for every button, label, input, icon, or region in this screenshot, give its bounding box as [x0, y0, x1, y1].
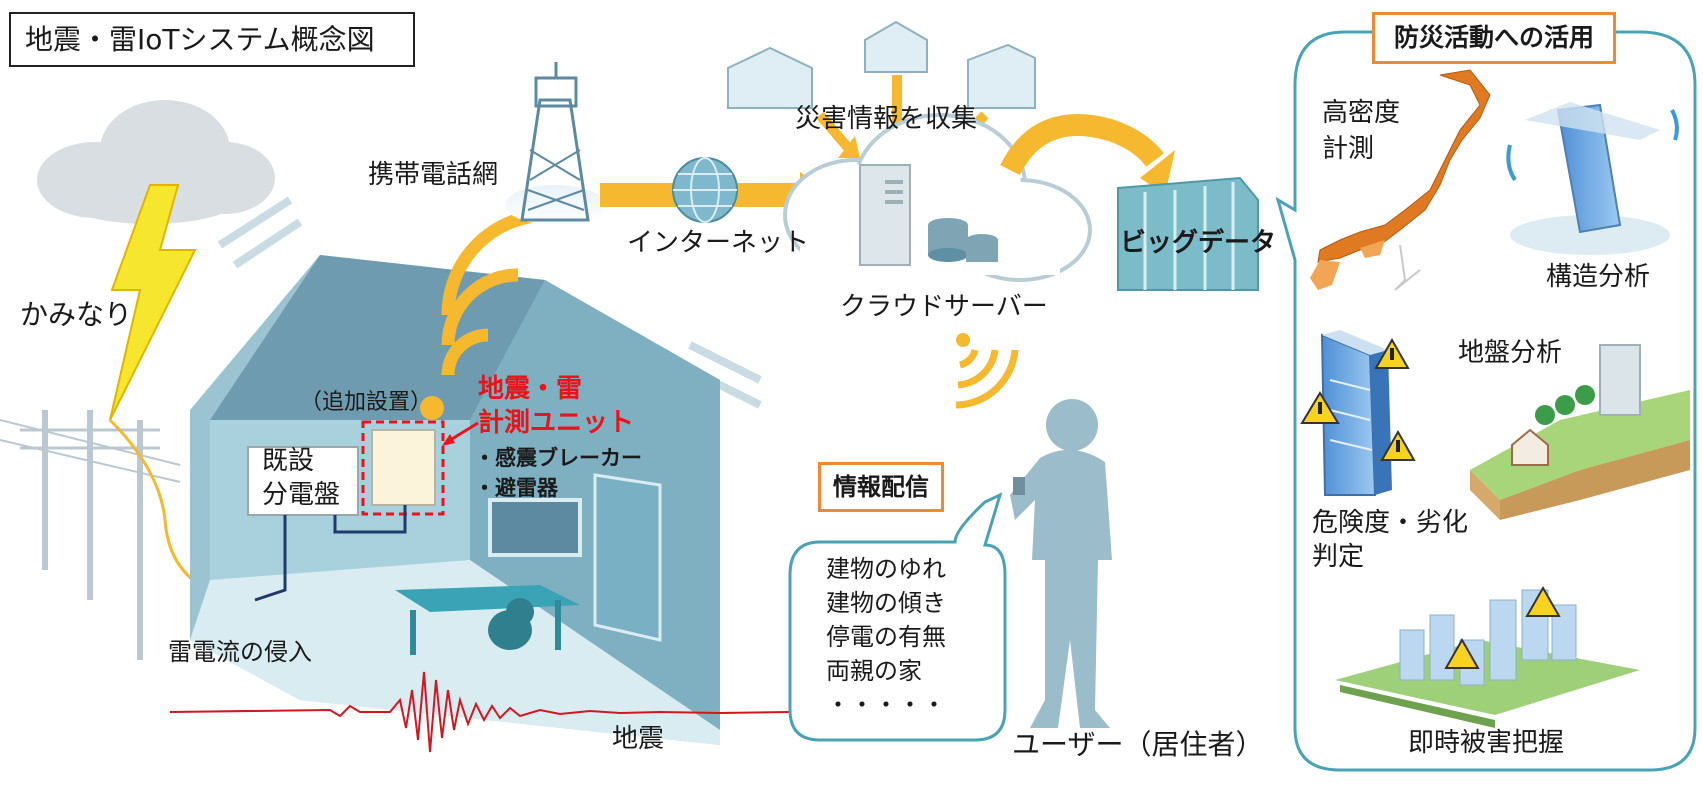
lightning-current-label: 雷電流の侵入: [168, 638, 312, 667]
unit-label-line2: 計測ユニット: [478, 408, 634, 439]
existing-panel-label-line1: 既設: [262, 446, 314, 477]
disaster-info-label: 災害情報を収集: [795, 104, 977, 135]
risk-label-line2: 判定: [1312, 542, 1364, 573]
bubble-item: 建物のゆれ: [826, 552, 996, 586]
user-label: ユーザー（居住者）: [1012, 728, 1263, 762]
earthquake-label: 地震: [612, 724, 664, 755]
damage-grasp-label: 即時被害把握: [1408, 728, 1564, 759]
feature-seismic-breaker: ・感震ブレーカー: [474, 446, 642, 471]
user-wifi-icon: [956, 333, 1015, 405]
existing-panel-label-line2: 分電盤: [262, 480, 340, 511]
high-density-label-line2: 計測: [1322, 134, 1374, 165]
mobile-network-label: 携帯電話網: [368, 160, 498, 191]
structure-analysis-label: 構造分析: [1546, 262, 1650, 293]
bubble-item: ・・・・・: [826, 688, 996, 722]
measurement-unit-box: [372, 430, 435, 505]
lightning-label: かみなり: [20, 298, 132, 332]
page-title: 地震・雷IoTシステム概念図: [9, 12, 415, 67]
cloud-server-label: クラウドサーバー: [840, 292, 1048, 323]
panel-title: 防災活動への活用: [1372, 12, 1616, 64]
houses-icons: [728, 22, 1035, 108]
globe-icon: [673, 158, 737, 222]
high-density-label-line1: 高密度: [1322, 98, 1400, 129]
bubble-item: 建物の傾き: [826, 586, 996, 620]
bubble-list: 建物のゆれ 建物の傾き 停電の有無 両親の家 ・・・・・: [826, 552, 996, 722]
additional-install-label: （追加設置）: [300, 390, 432, 416]
ground-analysis-label: 地盤分析: [1458, 338, 1562, 369]
utility-poles-icon: [0, 410, 180, 660]
cell-tower-icon: [505, 62, 605, 225]
user-silhouette: [1010, 399, 1112, 728]
risk-label-line1: 危険度・劣化: [1312, 508, 1468, 539]
bigdata-arrow: [1010, 125, 1155, 170]
internet-label: インターネット: [627, 228, 809, 259]
bubble-item: 停電の有無: [826, 620, 996, 654]
big-data-label: ビッグデータ: [1120, 228, 1276, 259]
unit-label-line1: 地震・雷: [478, 374, 582, 405]
feature-surge-arrester: ・避雷器: [474, 476, 558, 501]
bubble-item: 両親の家: [826, 654, 996, 688]
info-delivery-box: 情報配信: [818, 462, 944, 512]
